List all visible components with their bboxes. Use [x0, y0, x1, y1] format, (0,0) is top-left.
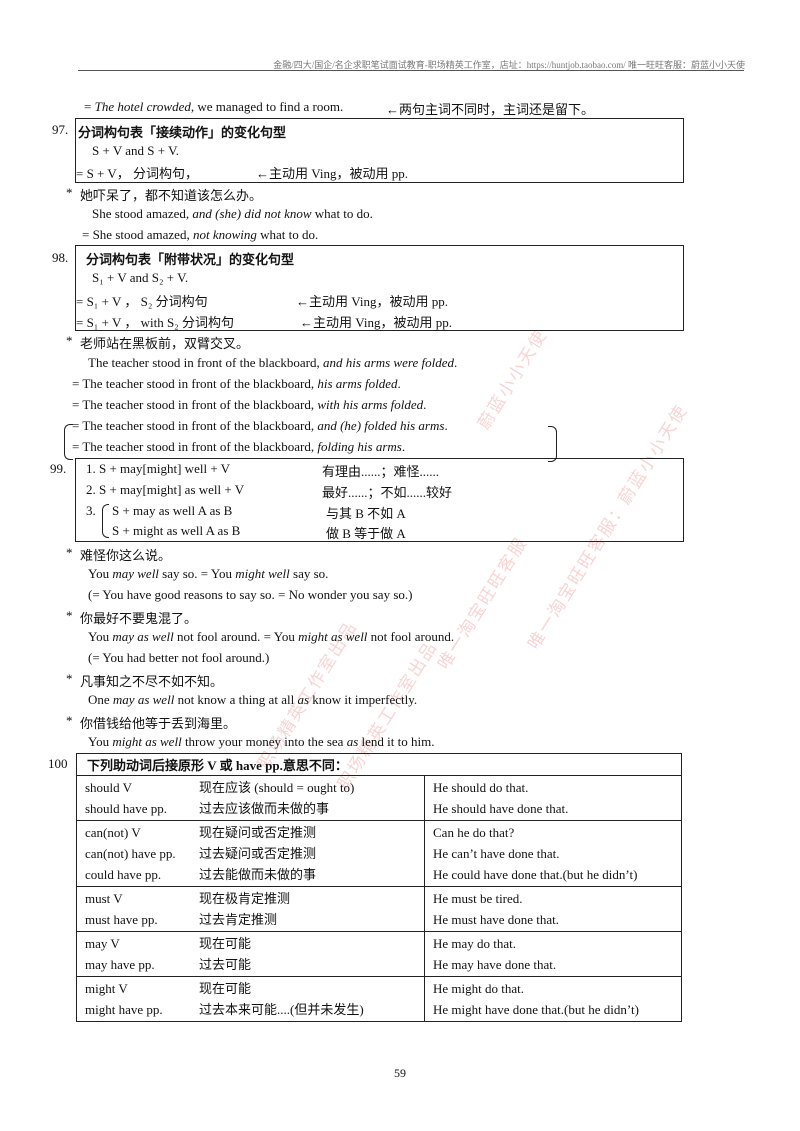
example-en-97-2: = She stood amazed, not knowing what to … — [82, 227, 319, 242]
rule-line-97-1: S + V and S + V. — [92, 143, 180, 158]
table-cell: He can’t have done that. — [433, 846, 560, 861]
rule-meaning-99-1: 有理由......；难怪...... — [322, 464, 440, 479]
page-number: 59 — [394, 1066, 406, 1080]
rule-line-97-2: = S + V， 分词构句， — [76, 166, 199, 181]
rule-title-98: 分词构句表「附带状况」的变化句型 — [86, 252, 295, 267]
table-row: should have pp.过去应该做而未做的事 — [85, 801, 330, 816]
table-cell: He must be tired. — [433, 891, 523, 906]
rule-number-99-3: 3. — [86, 503, 96, 518]
rule-meaning-99-3: 与其 B 不如 A — [326, 506, 406, 521]
item-number-97: 97. — [52, 122, 69, 137]
table-cell: He may do that. — [433, 936, 517, 951]
rule-brace — [102, 504, 109, 538]
rule-line-98-1: S₁ + V and S₂ + V. — [92, 270, 189, 285]
example-en-98-4: = The teacher stood in front of the blac… — [72, 418, 448, 433]
rule-line-98-3: = S₁ + V ， with S₂ 分词构句 — [76, 315, 234, 330]
header-rule — [78, 70, 744, 71]
item-number-99: 99. — [50, 461, 67, 476]
rule-box-98 — [75, 245, 684, 331]
table-row: may have pp.过去可能 — [85, 957, 252, 972]
bullet: * — [66, 333, 73, 348]
example-cn-99-2: 你最好不要鬼混了。 — [80, 611, 198, 626]
table-cell: Can he do that? — [433, 825, 515, 840]
table-cell: He might do that. — [433, 981, 524, 996]
table-cell: He should have done that. — [433, 801, 569, 816]
example-en-97-1: She stood amazed, and (she) did not know… — [92, 206, 373, 221]
right-brace — [548, 426, 557, 462]
left-brace — [64, 424, 73, 460]
example-cn-98: 老师站在黑板前，双臂交叉。 — [80, 336, 250, 351]
watermark: 唯一淘宝旺旺客服 — [434, 533, 532, 674]
table-cell: He might have done that.(but he didn’t) — [433, 1002, 639, 1017]
table-group-right: He might do that. He might have done tha… — [424, 976, 682, 1022]
example-en-98-5: = The teacher stood in front of the blac… — [72, 439, 406, 454]
table-cell: He must have done that. — [433, 912, 559, 927]
bullet: * — [66, 185, 73, 200]
table-cell: He should do that. — [433, 780, 529, 795]
continuation-line: = The hotel crowded, we managed to find … — [84, 99, 344, 114]
rule-meaning-99-2: 最好......；不如......较好 — [322, 485, 453, 500]
example-paraphrase-99-2: (= You had better not fool around.) — [88, 650, 270, 665]
bullet: * — [66, 545, 73, 560]
example-cn-99-4: 你借钱给他等于丢到海里。 — [80, 716, 237, 731]
example-paraphrase-99-1: (= You have good reasons to say so. = No… — [88, 587, 413, 602]
table-title: 下列助动词后接原形 V 或 have pp.意思不同： — [76, 753, 682, 776]
example-en-99-3: One may as well not know a thing at all … — [88, 692, 418, 707]
rule-line-99-3: S + may as well A as B — [112, 503, 233, 518]
rule-box-97 — [75, 118, 684, 183]
table-group-right: Can he do that? He can’t have done that.… — [424, 820, 682, 887]
bullet: * — [66, 713, 73, 728]
table-row: must have pp.过去肯定推测 — [85, 912, 278, 927]
example-cn-97: 她吓呆了，都不知道该怎么办。 — [80, 188, 263, 203]
table-group-right: He should do that. He should have done t… — [424, 775, 682, 821]
example-en-99-2: You may as well not fool around. = You m… — [88, 629, 455, 644]
rule-note-97-2: ←主动用 Ving，被动用 pp. — [256, 166, 408, 181]
rule-line-99-4: S + might as well A as B — [112, 523, 241, 538]
rule-line-98-2: = S₁ + V ， S₂ 分词构句 — [76, 294, 208, 309]
table-row: might have pp.过去本来可能....(但并未发生) — [85, 1002, 364, 1017]
item-number-98: 98. — [52, 250, 69, 265]
example-en-98-3: = The teacher stood in front of the blac… — [72, 397, 427, 412]
bullet: * — [66, 608, 73, 623]
rule-note-98-2: ←主动用 Ving，被动用 pp. — [296, 294, 448, 309]
example-en-99-1: You may well say so. = You might well sa… — [88, 566, 329, 581]
example-cn-99-1: 难怪你这么说。 — [80, 548, 172, 563]
rule-title-97: 分词构句表「接续动作」的变化句型 — [78, 125, 287, 140]
item-number-100: 100 — [48, 756, 68, 771]
bullet: * — [66, 671, 73, 686]
rule-meaning-99-4: 做 B 等于做 A — [326, 526, 406, 541]
example-en-98-2: = The teacher stood in front of the blac… — [72, 376, 401, 391]
rule-line-99-1: 1. S + may[might] well + V — [86, 461, 231, 476]
rule-box-99 — [75, 458, 684, 542]
table-row: could have pp.过去能做而未做的事 — [85, 867, 317, 882]
table-cell: He could have done that.(but he didn’t) — [433, 867, 638, 882]
watermark: 蔚蓝小小天使 — [474, 325, 552, 434]
table-cell: He may have done that. — [433, 957, 557, 972]
rule-note-98-3: ←主动用 Ving，被动用 pp. — [300, 315, 452, 330]
table-group-right: He must be tired. He must have done that… — [424, 886, 682, 932]
continuation-note: ←两句主词不同时，主词还是留下。 — [386, 102, 595, 117]
table-row: can(not) have pp.过去疑问或否定推测 — [85, 846, 317, 861]
example-en-99-4: You might as well throw your money into … — [88, 734, 435, 749]
example-en-98-1: The teacher stood in front of the blackb… — [88, 355, 458, 370]
page-header: 金融/四大/国企/名企求职笔试面试教育-职场精英工作室，店址：https://h… — [273, 60, 745, 70]
rule-line-99-2: 2. S + may[might] as well + V — [86, 482, 245, 497]
table-group-right: He may do that. He may have done that. — [424, 931, 682, 977]
example-cn-99-3: 凡事知之不尽不如不知。 — [80, 674, 224, 689]
